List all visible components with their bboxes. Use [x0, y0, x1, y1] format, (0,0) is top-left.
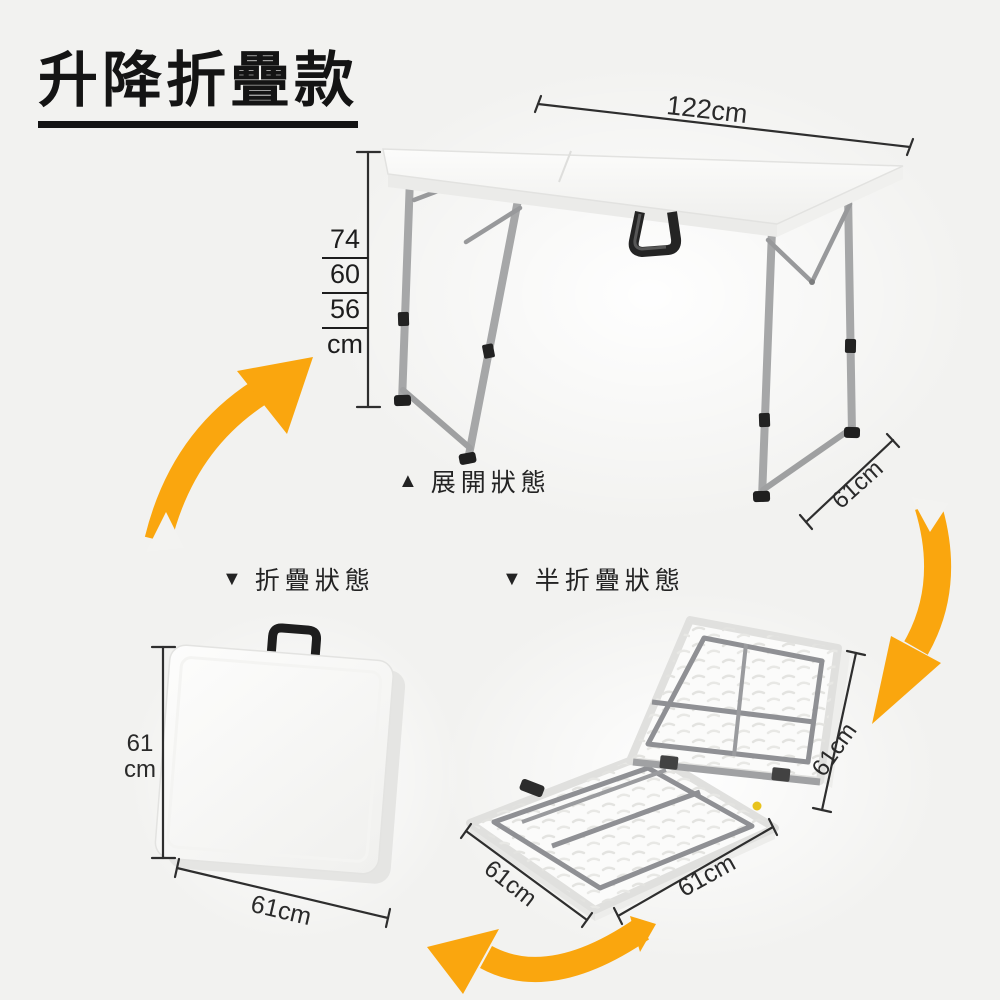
folded-height-value: 61: [126, 730, 154, 757]
dimension-lines: [150, 94, 915, 929]
height-value-74: 74: [322, 224, 368, 259]
unfolded-table-illustration: [382, 148, 904, 503]
height-value-60: 60: [322, 259, 368, 294]
dim-line-half-left: [464, 829, 589, 922]
state-label-folded-text: 折疊狀態: [254, 567, 375, 595]
state-label-folded: ▼ 折疊狀態: [222, 561, 375, 597]
dim-line-half-bottom: [616, 825, 775, 918]
curved-arrow-sweep-left-icon: [427, 916, 656, 994]
latch-clamp: [519, 778, 545, 798]
dim-line-half-right: [820, 651, 858, 812]
raised-panel-bar: [651, 699, 815, 725]
folded-panel-inner-line: [166, 656, 383, 863]
height-adjust-collars: [397, 311, 857, 428]
curved-arrow-up-right-icon: [144, 357, 313, 552]
height-value-56: 56: [322, 294, 368, 329]
state-label-unfolded-text: 展開狀態: [430, 469, 551, 497]
dim-line-depth: [804, 438, 895, 524]
height-dimension-values: 74 60 56 cm: [322, 224, 368, 362]
page-title: 升降折疊款: [38, 47, 358, 114]
up-triangle-icon: ▲: [398, 469, 418, 492]
table-feet: [393, 394, 861, 503]
down-triangle-icon: ▼: [222, 567, 242, 590]
dim-line-folded-width: [175, 866, 390, 920]
height-unit: cm: [327, 329, 363, 359]
tabletop-front-edge: [388, 174, 777, 237]
state-label-half-folded-text: 半折疊狀態: [534, 567, 685, 595]
folded-table-illustration: [154, 623, 406, 884]
folded-handle: [266, 623, 322, 667]
dim-line-width: [536, 102, 912, 149]
flat-panel-frame: [491, 765, 755, 891]
state-label-unfolded: ▲ 展開狀態: [398, 463, 551, 499]
carry-handle-highlight: [633, 213, 667, 251]
tabletop-surface: [382, 148, 904, 225]
raised-panel-bar2: [732, 643, 748, 757]
folded-height-unit: cm: [124, 756, 156, 784]
title-underline: [38, 121, 358, 128]
hinge-block: [659, 755, 679, 770]
tabletop-fold-seam: [558, 150, 572, 183]
flat-panel-bar2: [521, 768, 667, 824]
state-label-half-folded: ▼ 半折疊狀態: [502, 561, 685, 597]
folded-panel: [154, 644, 394, 875]
carry-handle: [628, 210, 682, 257]
photo-glow-main: [320, 60, 980, 530]
tabletop-right-edge: [777, 166, 903, 237]
half-folded-table-illustration: [466, 616, 850, 921]
curved-arrow-down-left-icon: [872, 497, 952, 724]
table-legs: [398, 174, 856, 502]
raised-panel-frame: [645, 635, 825, 765]
warning-sticker: [752, 801, 762, 811]
raised-panel-texture: [630, 620, 838, 781]
folded-height-label: 61 cm: [117, 730, 163, 784]
hinge-block2: [771, 767, 791, 782]
leg-stretchers: [400, 387, 855, 493]
down-triangle-icon-2: ▼: [502, 567, 522, 590]
flat-panel-bar: [551, 789, 701, 849]
